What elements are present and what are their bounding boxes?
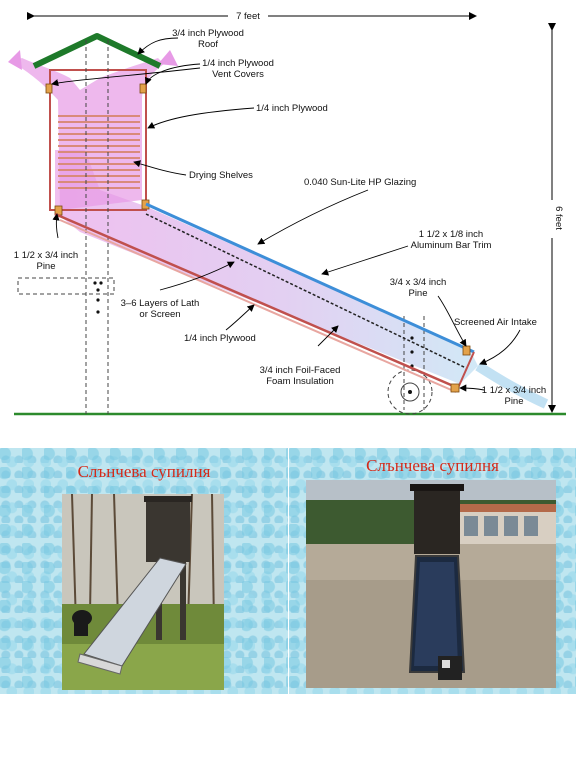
label-roof-1: 3/4 inch Plywood bbox=[172, 28, 244, 39]
collector-end bbox=[457, 351, 475, 389]
photo-solar-dryer-woods bbox=[62, 494, 224, 690]
wheel-hub bbox=[408, 390, 412, 394]
posts bbox=[17, 40, 425, 414]
airflow-collector bbox=[55, 150, 478, 384]
drying-shelves bbox=[58, 115, 140, 189]
height-label: 6 feet bbox=[553, 206, 564, 230]
label-roof-2: Roof bbox=[198, 39, 218, 50]
label-pine-left-1: 1 1/2 x 3/4 inch bbox=[14, 250, 78, 261]
label-bar-trim-1: 1 1/2 x 1/8 inch bbox=[419, 229, 483, 240]
glazing bbox=[145, 202, 475, 354]
label-lath-2: or Screen bbox=[139, 309, 180, 320]
label-pine-lower-right-2: Pine bbox=[504, 396, 523, 407]
label-drying-shelves: Drying Shelves bbox=[189, 170, 253, 181]
vent-cover-left bbox=[45, 83, 53, 94]
wheel-outer bbox=[387, 369, 433, 415]
pine-block-lower-right bbox=[450, 383, 460, 393]
solar-dryer-diagram: 7 feet 6 feet 3/4 inch Plywood Roof 1/4 … bbox=[8, 11, 566, 416]
label-insulation-1: 3/4 inch Foil-Faced bbox=[260, 365, 341, 376]
roof bbox=[32, 33, 162, 69]
lath-screen bbox=[145, 213, 467, 369]
vent-cover-right bbox=[139, 83, 147, 94]
bolts bbox=[93, 281, 414, 368]
label-pine-left-2: Pine bbox=[36, 261, 55, 272]
callout-leaders bbox=[51, 37, 521, 392]
photo-title-right: Слънчева супилня bbox=[366, 456, 499, 475]
collector-bottom bbox=[54, 212, 459, 390]
photo-title-left: Слънчева супилня bbox=[77, 462, 211, 481]
label-bar-trim-2: Aluminum Bar Trim bbox=[411, 240, 492, 251]
pine-block-upper-right bbox=[462, 345, 471, 356]
drying-cabinet bbox=[49, 69, 147, 211]
label-glazing: 0.040 Sun-Lite HP Glazing bbox=[304, 177, 416, 188]
label-insulation-2: Foam Insulation bbox=[266, 376, 334, 387]
label-pine-lower-right-1: 1 1/2 x 3/4 inch bbox=[482, 385, 546, 396]
label-lath-1: 3–6 Layers of Lath bbox=[121, 298, 200, 309]
width-label: 7 feet bbox=[236, 11, 260, 22]
label-cabinet-plywood: 1/4 inch Plywood bbox=[256, 103, 328, 114]
label-vent-2: Vent Covers bbox=[212, 69, 264, 80]
label-pine-upper-right-1: 3/4 x 3/4 inch bbox=[390, 277, 447, 288]
airflow-arrow-left bbox=[8, 50, 22, 70]
insulation-layer bbox=[59, 219, 457, 393]
photo-solar-dryer-parking-lot bbox=[306, 480, 556, 688]
airflow-arrow-right bbox=[158, 50, 178, 66]
label-pine-upper-right-2: Pine bbox=[408, 288, 427, 299]
wheel-inner bbox=[400, 382, 420, 402]
label-air-intake: Screened Air Intake bbox=[454, 317, 537, 328]
intake-airflow bbox=[475, 361, 549, 409]
label-vent-1: 1/4 inch Plywood bbox=[202, 58, 274, 69]
label-bottom-plywood: 1/4 inch Plywood bbox=[184, 333, 256, 344]
